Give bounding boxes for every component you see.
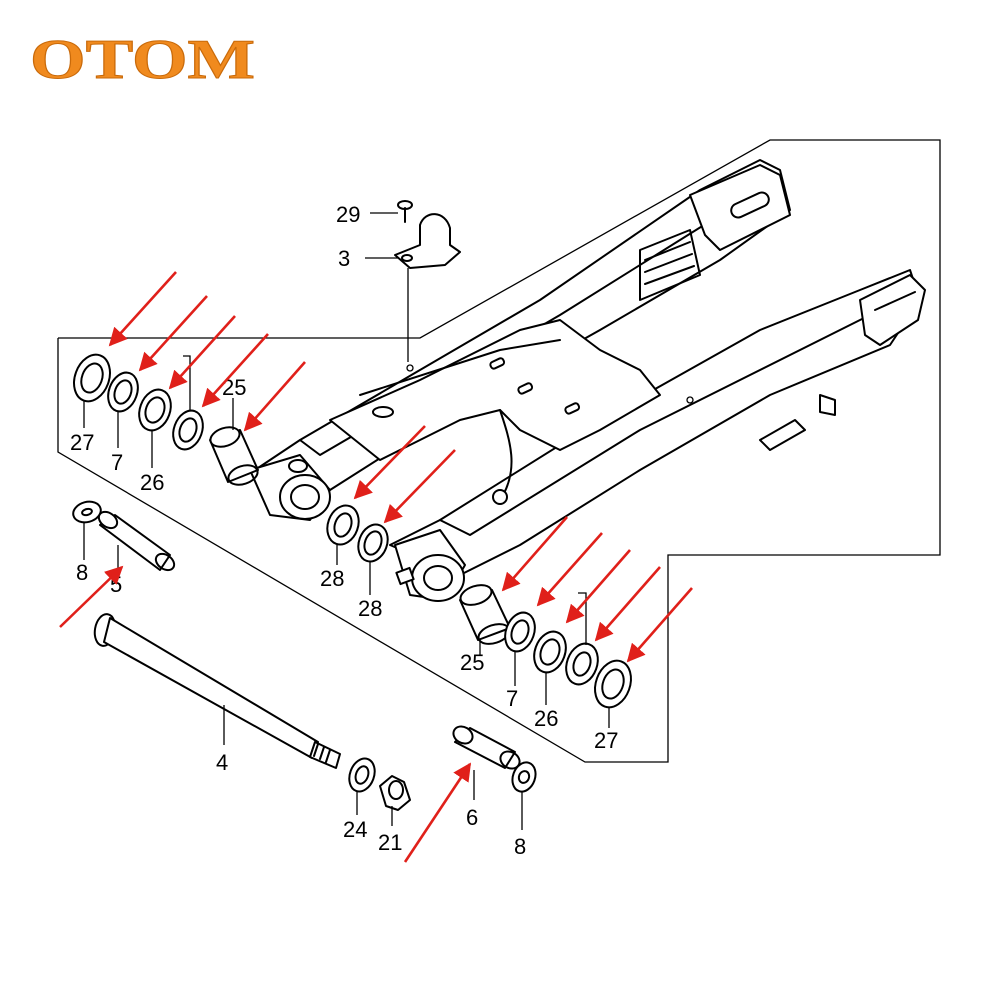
bearing-26-right — [533, 630, 567, 705]
arrow-25-right — [501, 516, 568, 592]
washer-7-left-b — [172, 355, 204, 451]
assembly-boundary — [57, 139, 941, 763]
washer-8-right — [511, 761, 537, 830]
label-27-left: 27 — [70, 430, 94, 455]
label-27-right: 27 — [594, 728, 618, 753]
label-26-left: 26 — [140, 470, 164, 495]
arrow-26-right — [565, 549, 631, 624]
label-21: 21 — [378, 830, 402, 855]
seal-27-left — [73, 353, 111, 428]
arrow-28-b — [383, 449, 456, 524]
seal-27-right — [594, 659, 632, 728]
collar-6 — [452, 725, 521, 800]
needle-bearing-25-left — [209, 398, 259, 486]
label-7-left: 7 — [111, 450, 123, 475]
label-4: 4 — [216, 750, 228, 775]
washer-24 — [348, 757, 376, 815]
arrow-28-a — [353, 425, 426, 500]
arrow-5 — [59, 565, 124, 628]
nut-21 — [379, 775, 411, 826]
washer-7-left — [107, 371, 139, 448]
label-28-a: 28 — [320, 566, 344, 591]
arrow-7-left — [138, 295, 208, 372]
label-26-right: 26 — [534, 706, 558, 731]
label-24: 24 — [343, 817, 367, 842]
highlight-arrows — [59, 271, 693, 863]
label-25-left: 25 — [222, 375, 246, 400]
bearing-28-a — [326, 504, 360, 565]
bearing-28-b — [357, 523, 389, 595]
arrow-7-right — [536, 532, 603, 607]
arrow-25-left — [243, 361, 306, 432]
arrow-27-right — [626, 587, 693, 663]
bearing-26-left — [138, 388, 172, 468]
washer-7-right-b — [565, 592, 599, 686]
swingarm-body — [249, 159, 926, 602]
label-8-left: 8 — [76, 560, 88, 585]
label-3: 3 — [338, 246, 350, 271]
clamp-3 — [365, 213, 461, 362]
arrow-26-left — [168, 315, 236, 390]
label-8-right: 8 — [514, 834, 526, 859]
washer-8-left — [72, 500, 102, 560]
label-29: 29 — [336, 202, 360, 227]
collar-5 — [97, 510, 176, 572]
label-28-b: 28 — [358, 596, 382, 621]
arrow-6 — [403, 762, 472, 863]
needle-bearing-25-right — [459, 584, 511, 655]
arrow-27-left — [108, 271, 177, 347]
brand-logo: OTOM — [30, 29, 255, 91]
label-7-right: 7 — [506, 686, 518, 711]
washer-7-right — [504, 611, 536, 686]
arrow-7b-left — [201, 333, 269, 408]
label-25-right: 25 — [460, 650, 484, 675]
label-6: 6 — [466, 805, 478, 830]
pivot-axle-4 — [93, 613, 341, 769]
bolt-29 — [370, 200, 413, 223]
arrow-7b-right — [594, 566, 661, 642]
